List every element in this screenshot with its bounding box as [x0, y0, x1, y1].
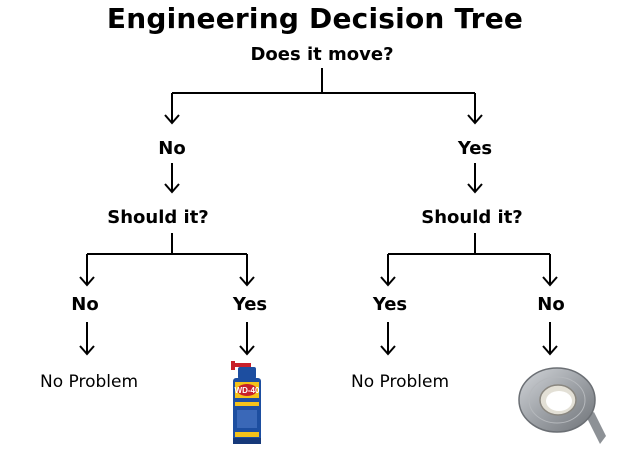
answer-right-yes: Yes	[372, 294, 408, 315]
answer-yes-level1: Yes	[457, 138, 493, 159]
outcome-no-problem-right: No Problem	[350, 372, 450, 392]
arrow-head	[542, 276, 558, 287]
answer-left-yes: Yes	[232, 294, 268, 315]
arrow-head	[380, 345, 396, 356]
question-right: Should it?	[421, 207, 523, 228]
arrow-head	[239, 345, 255, 356]
answer-right-no: No	[537, 294, 565, 315]
root-question: Does it move?	[250, 44, 394, 65]
question-left: Should it?	[107, 207, 209, 228]
duct-tape-roll-icon	[518, 367, 606, 444]
diagram-title: Engineering Decision Tree	[106, 2, 524, 35]
arrow-head	[542, 345, 558, 356]
arrow-head	[380, 276, 396, 287]
arrow-head	[79, 345, 95, 356]
arrow-head	[164, 183, 180, 194]
arrow-head	[239, 276, 255, 287]
arrow-head	[467, 114, 483, 125]
wd40-spray-can-icon: WD-40	[231, 361, 261, 444]
svg-text:WD-40: WD-40	[235, 386, 260, 395]
arrow-head	[79, 276, 95, 287]
answer-left-no: No	[71, 294, 99, 315]
arrow-head	[164, 114, 180, 125]
arrow-head	[467, 183, 483, 194]
outcome-no-problem-left: No Problem	[39, 372, 139, 392]
answer-no-level1: No	[158, 138, 186, 159]
